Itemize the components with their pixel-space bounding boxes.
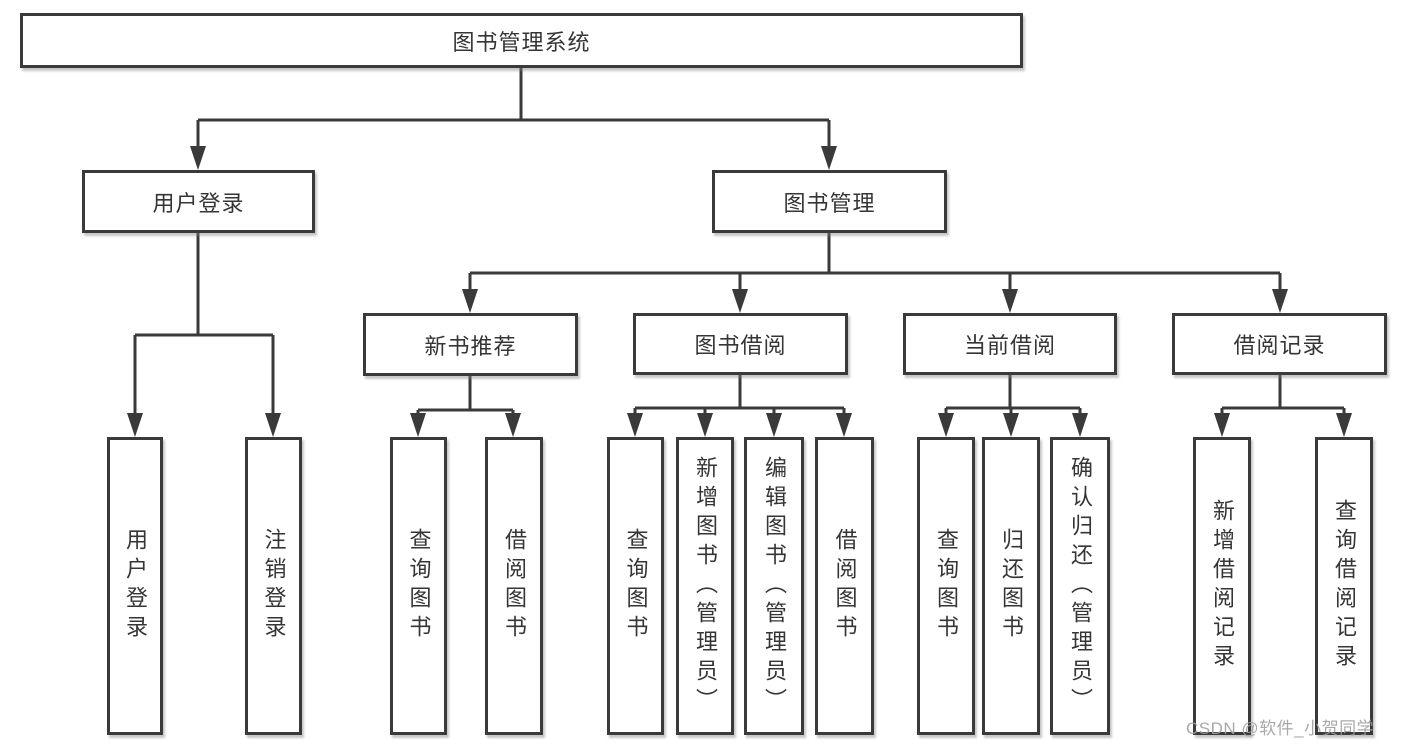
- node-label: 用户登录: [152, 190, 245, 216]
- node-borrow-records: 借阅记录: [1172, 313, 1387, 375]
- node-label: 确认归还（管理员）: [1068, 455, 1093, 717]
- node-label: 查询图书: [623, 528, 649, 644]
- node-label: 图书管理: [783, 190, 876, 216]
- node-book-management: 图书管理: [712, 170, 947, 233]
- node-label: 图书管理系统: [452, 29, 591, 55]
- node-book-borrow: 图书借阅: [633, 313, 848, 375]
- node-root: 图书管理系统: [20, 13, 1023, 68]
- node-label: 查询图书: [406, 528, 432, 644]
- leaf-edit-book-admin: 编辑图书（管理员）: [744, 437, 804, 735]
- leaf-query-book-borrow: 查询图书: [607, 437, 664, 735]
- node-label: 编辑图书（管理员）: [762, 455, 787, 717]
- watermark: CSDN @软件_小贺同学: [1186, 719, 1375, 738]
- leaf-confirm-return-admin: 确认归还（管理员）: [1050, 437, 1110, 735]
- leaf-user-login: 用户登录: [107, 437, 163, 735]
- node-label: 借阅记录: [1233, 333, 1326, 358]
- node-label: 新增借阅记录: [1210, 499, 1235, 673]
- leaf-borrow-book: 借阅图书: [815, 437, 874, 735]
- node-user-login: 用户登录: [82, 170, 315, 233]
- node-label: 图书借阅: [694, 333, 787, 358]
- leaf-query-book-current: 查询图书: [917, 437, 975, 735]
- leaf-add-book-admin: 新增图书（管理员）: [676, 437, 734, 735]
- leaf-logout-login: 注销登录: [245, 437, 302, 735]
- node-label: 借阅图书: [502, 528, 527, 644]
- leaf-borrow-book-recommend: 借阅图书: [485, 437, 543, 735]
- node-label: 当前借阅: [963, 333, 1056, 358]
- leaf-query-borrow-record: 查询借阅记录: [1315, 437, 1373, 735]
- leaf-query-book-recommend: 查询图书: [390, 437, 447, 735]
- node-label: 查询借阅记录: [1332, 499, 1357, 673]
- node-label: 注销登录: [261, 528, 287, 644]
- node-label: 新增图书（管理员）: [693, 455, 718, 717]
- node-current-borrow: 当前借阅: [903, 313, 1117, 375]
- node-label: 借阅图书: [832, 528, 858, 644]
- leaf-return-book: 归还图书: [982, 437, 1040, 735]
- leaf-add-borrow-record: 新增借阅记录: [1193, 437, 1251, 735]
- node-new-book-recommend: 新书推荐: [363, 313, 578, 376]
- node-label: 用户登录: [123, 528, 148, 644]
- node-label: 归还图书: [999, 528, 1024, 644]
- node-label: 新书推荐: [424, 333, 517, 359]
- node-label: 查询图书: [934, 528, 959, 644]
